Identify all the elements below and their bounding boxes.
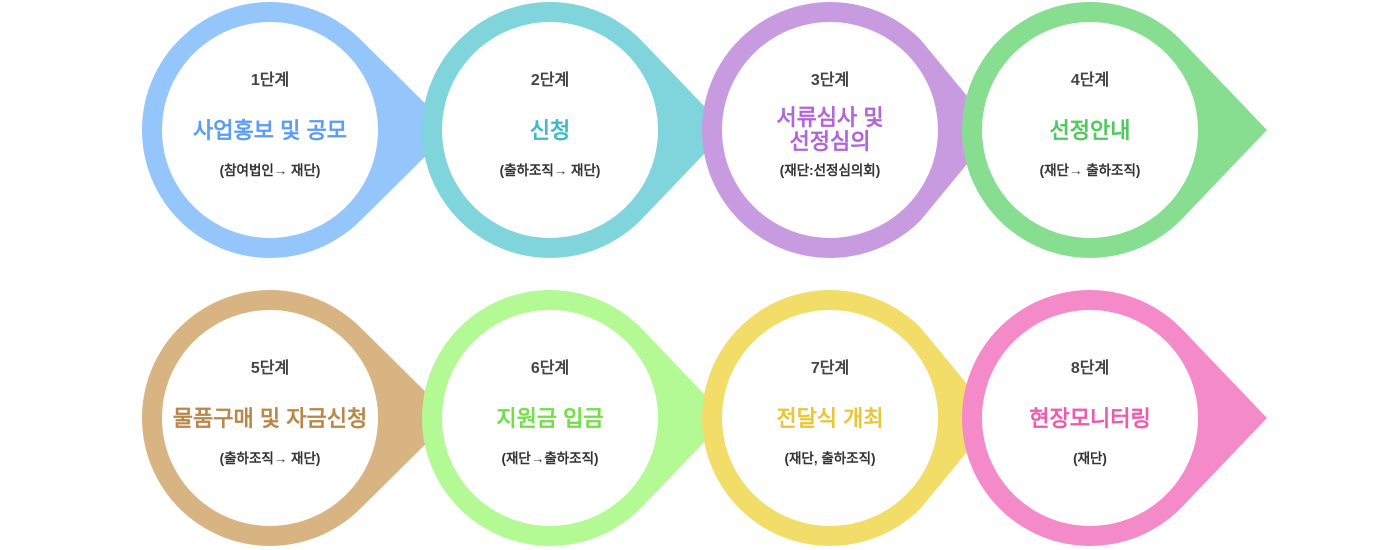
- step-5-title: 물품구매 및 자금신청: [173, 406, 367, 431]
- step-8-sub: (재단): [1073, 450, 1107, 466]
- step-1-title: 사업홍보 및 공모: [193, 118, 347, 143]
- step-4-title: 선정안내: [1050, 118, 1131, 143]
- step-1-label: 1단계: [251, 70, 289, 89]
- step-1-sub: (참여법인→ 재단): [220, 162, 321, 178]
- step-2-inner: [442, 22, 658, 238]
- step-6-sub: (재단→출하조직): [501, 450, 598, 466]
- step-4-inner: [982, 22, 1198, 238]
- step-2-label: 2단계: [531, 70, 569, 89]
- step-7-label: 7단계: [811, 358, 849, 377]
- step-8-label: 8단계: [1071, 358, 1109, 377]
- step-3-title: 선정심의: [790, 129, 871, 154]
- step-3-title: 서류심사 및: [776, 105, 883, 130]
- step-5-label: 5단계: [251, 358, 289, 377]
- step-7-sub: (재단, 출하조직): [784, 450, 875, 466]
- step-3-label: 3단계: [811, 70, 849, 89]
- step-5-inner: [162, 310, 378, 526]
- step-7-title: 전달식 개최: [776, 406, 883, 431]
- step-6-label: 6단계: [531, 358, 569, 377]
- step-2-sub: (출하조직→ 재단): [500, 162, 601, 178]
- step-3-inner: [722, 22, 938, 238]
- step-5-sub: (출하조직→ 재단): [220, 450, 321, 466]
- step-4-sub: (재단→ 출하조직): [1040, 162, 1141, 178]
- step-1-inner: [162, 22, 378, 238]
- step-6-inner: [442, 310, 658, 526]
- step-7-inner: [722, 310, 938, 526]
- step-6-title: 지원금 입금: [496, 406, 603, 431]
- step-8-title: 현장모니터링: [1029, 406, 1150, 431]
- step-3-sub: (재단:선정심의회): [780, 162, 880, 178]
- step-4-label: 4단계: [1071, 70, 1109, 89]
- step-8-inner: [982, 310, 1198, 526]
- step-2-title: 신청: [530, 118, 570, 143]
